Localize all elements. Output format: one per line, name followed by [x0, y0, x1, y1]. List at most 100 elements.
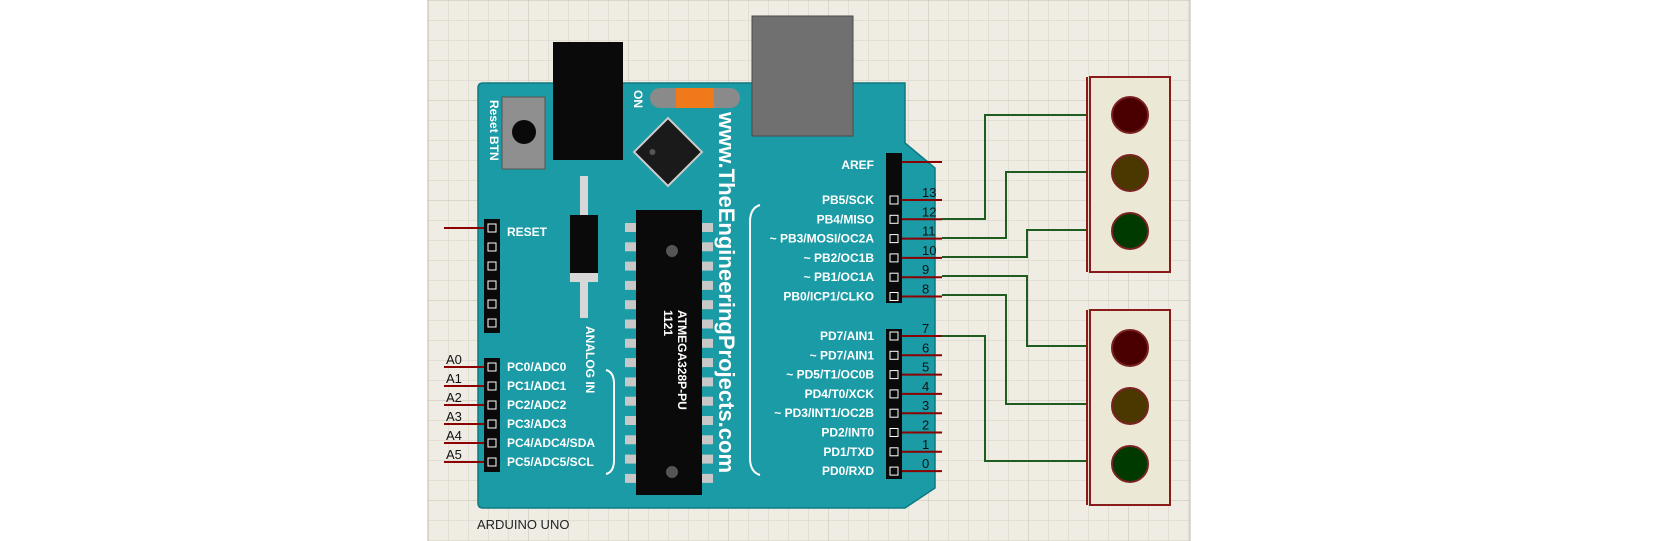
digital-pin-square: [889, 428, 899, 437]
analog-pin-ext-label: A0: [446, 352, 462, 367]
signal-wires: [942, 114, 1087, 462]
digital-pin-square: [889, 272, 899, 282]
chip-leg: [625, 242, 636, 252]
digital-pin-number: 13: [922, 185, 936, 200]
digital-pin-label: PD2/INT0: [821, 426, 874, 440]
digital-pin-label: ~ PD3/INT1/OC2B: [774, 406, 874, 420]
digital-pin-square: [889, 331, 899, 341]
chip-part: ATMEGA328P-PU: [675, 310, 689, 410]
chip-leg: [625, 377, 636, 387]
digital-pin-number: 4: [922, 379, 929, 394]
analog-pin-label: PC5/ADC5/SCL: [507, 455, 594, 469]
chip-leg: [702, 223, 713, 232]
digital-pin-label: ~ PB1/OC1A: [804, 270, 875, 284]
usb-chip: [632, 116, 704, 188]
chip-leg: [702, 319, 713, 329]
chip-leg: [702, 358, 713, 368]
red-lamp: [1111, 96, 1149, 134]
analog-pin-label: PC4/ADC4/SDA: [507, 436, 595, 450]
analog-pin-ext-label: A2: [446, 390, 462, 405]
digital-pin-square: [889, 214, 899, 224]
digital-pin-number: 8: [922, 282, 929, 297]
digital-pin-number: 9: [922, 262, 929, 277]
chip-leg: [625, 454, 636, 464]
digital-pin-label: PB0/ICP1/CLKO: [783, 290, 874, 304]
chip-leg: [625, 319, 636, 329]
digital-pin-number: 12: [922, 204, 936, 219]
chip-leg: [702, 280, 713, 290]
digital-pin-number: 0: [922, 456, 929, 471]
digital-pin-number: 3: [922, 398, 929, 413]
diode: [570, 176, 598, 318]
analog-pin-label: PC2/ADC2: [507, 398, 567, 412]
chip-code: 1121: [661, 310, 675, 336]
yellow-lamp: [1111, 387, 1149, 425]
digital-pin-square: [889, 408, 899, 418]
analog-pin-label: PC1/ADC1: [507, 379, 567, 393]
traffic-light-2[interactable]: [1086, 309, 1171, 506]
analog-bracket: [605, 369, 615, 475]
digital-pin-square: [889, 389, 899, 399]
green-lamp: [1111, 212, 1149, 250]
header-pin: [487, 261, 497, 271]
traffic-light-1[interactable]: [1086, 76, 1171, 273]
chip-leg: [702, 435, 713, 445]
arduino-board[interactable]: [477, 82, 936, 509]
digital-pin-label: PB4/MISO: [817, 212, 874, 226]
digital-pin-number: 11: [922, 224, 936, 239]
header-pin: [487, 280, 497, 290]
chip-leg: [625, 435, 636, 445]
analog-pin-label: PC0/ADC0: [507, 360, 567, 374]
digital-pin-square: [889, 253, 899, 263]
on-label: ON: [631, 90, 645, 108]
analog-pin-square: [487, 457, 497, 467]
digital-pin-square: [889, 234, 899, 244]
header-pin: [487, 223, 497, 233]
chip-leg: [625, 223, 636, 232]
digital-pin-label: PD4/T0/XCK: [805, 387, 875, 401]
digital-pin-square: [889, 292, 899, 301]
digital-pin-number: 5: [922, 360, 929, 375]
digital-pin-label: PD7/AIN1: [820, 329, 874, 343]
digital-header-upper: [886, 153, 902, 303]
chip-leg: [625, 280, 636, 290]
analog-pin-label: PC3/ADC3: [507, 417, 567, 431]
reset-button-label: Reset BTN: [487, 100, 501, 161]
analog-pin-square: [487, 362, 497, 372]
digital-pin-number: 6: [922, 340, 929, 355]
analog-pin-square: [487, 419, 497, 429]
digital-pin-label: ~ PD5/T1/OC0B: [786, 368, 874, 382]
digital-pin-number: 7: [922, 321, 929, 336]
chip-leg: [625, 338, 636, 348]
usb-connector: [751, 15, 854, 137]
digital-pin-label: PD1/TXD: [823, 445, 874, 459]
atmega-chip: [625, 210, 713, 495]
analog-header: [484, 358, 500, 472]
yellow-lamp: [1111, 154, 1149, 192]
digital-pin-label: PB5/SCK: [822, 193, 874, 207]
chip-leg: [702, 242, 713, 252]
chip-leg: [625, 300, 636, 310]
chip-leg: [702, 377, 713, 387]
digital-pin-number: 1: [922, 437, 929, 452]
digital-pin-number: 2: [922, 418, 929, 433]
digital-pin-square: [889, 370, 899, 380]
digital-pin-square: [889, 350, 899, 360]
chip-leg: [625, 396, 636, 406]
digital-pin-number: 10: [922, 243, 936, 258]
digital-pin-label: ~ PB3/MOSI/OC2A: [770, 232, 875, 246]
digital-pin-label: PD0/RXD: [822, 464, 874, 478]
digital-bracket: [749, 204, 761, 476]
digital-header-lower: [886, 329, 902, 479]
chip-leg: [625, 358, 636, 368]
digital-pin-label: ~ PD7/AIN1: [810, 348, 875, 362]
green-lamp: [1111, 445, 1149, 483]
chip-leg: [702, 300, 713, 310]
analog-pin-ext-label: A3: [446, 409, 462, 424]
reset-pin-label: RESET: [507, 225, 548, 239]
reset-button[interactable]: [501, 96, 546, 170]
chip-leg: [625, 261, 636, 271]
red-lamp: [1111, 329, 1149, 367]
chip-leg: [702, 473, 713, 483]
